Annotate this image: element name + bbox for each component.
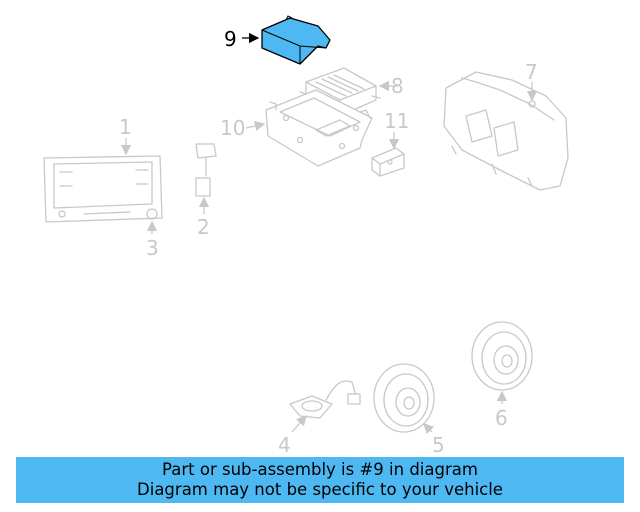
parts-diagram: 9 8 10 11 7 <box>43 15 569 455</box>
callout-10[interactable]: 10 <box>220 116 245 140</box>
callout-3[interactable]: 3 <box>146 236 159 260</box>
leader-4 <box>291 415 307 433</box>
part-9-cover[interactable] <box>261 15 331 65</box>
info-banner: Part or sub-assembly is #9 in diagram Di… <box>16 457 624 503</box>
leader-5 <box>423 423 435 435</box>
callout-9[interactable]: 9 <box>224 27 237 51</box>
banner-line-2: Diagram may not be specific to your vehi… <box>137 480 503 499</box>
part-11-small-bracket[interactable] <box>371 147 405 177</box>
callout-7[interactable]: 7 <box>525 60 538 84</box>
callout-6[interactable]: 6 <box>495 406 508 430</box>
part-1-head-unit[interactable] <box>43 155 163 223</box>
part-10-bracket[interactable] <box>265 89 373 167</box>
callout-2[interactable]: 2 <box>197 215 210 239</box>
part-5-speaker[interactable] <box>373 363 435 433</box>
callout-4[interactable]: 4 <box>278 433 291 455</box>
callout-5[interactable]: 5 <box>432 433 445 455</box>
callout-8[interactable]: 8 <box>391 74 404 98</box>
callout-1[interactable]: 1 <box>119 115 132 139</box>
callout-11[interactable]: 11 <box>384 109 409 133</box>
banner-line-1: Part or sub-assembly is #9 in diagram <box>162 460 478 479</box>
part-6-speaker[interactable] <box>471 321 533 391</box>
part-7-enclosure[interactable] <box>443 71 569 191</box>
part-2-connector[interactable] <box>195 143 217 197</box>
part-4-tweeter[interactable] <box>289 380 361 419</box>
leader-10 <box>245 120 266 132</box>
